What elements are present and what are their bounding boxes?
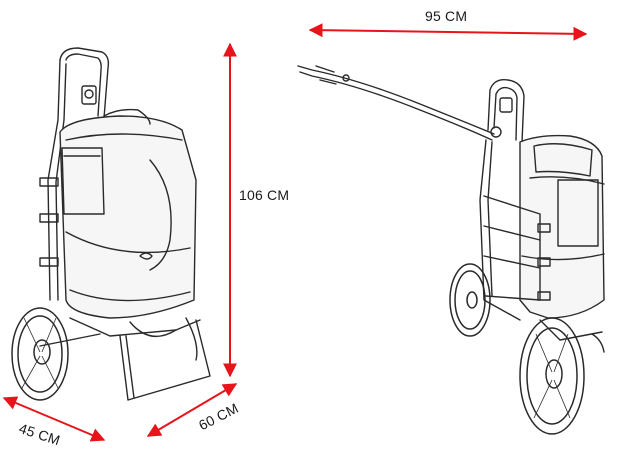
depth-arrow (2, 396, 106, 442)
dimension-arrows (2, 23, 588, 442)
width-label: 95 CM (425, 8, 468, 24)
height-label: 106 CM (239, 187, 290, 203)
length-arrow (146, 383, 238, 437)
trolley-front-sketch (39, 47, 211, 401)
trolley-side-big-wheel (519, 317, 585, 435)
trolley-front-wheel (11, 307, 69, 401)
width-arrow (308, 23, 588, 41)
trolley-side-small-wheel (449, 263, 491, 337)
trolley-side-sketch (297, 65, 605, 353)
